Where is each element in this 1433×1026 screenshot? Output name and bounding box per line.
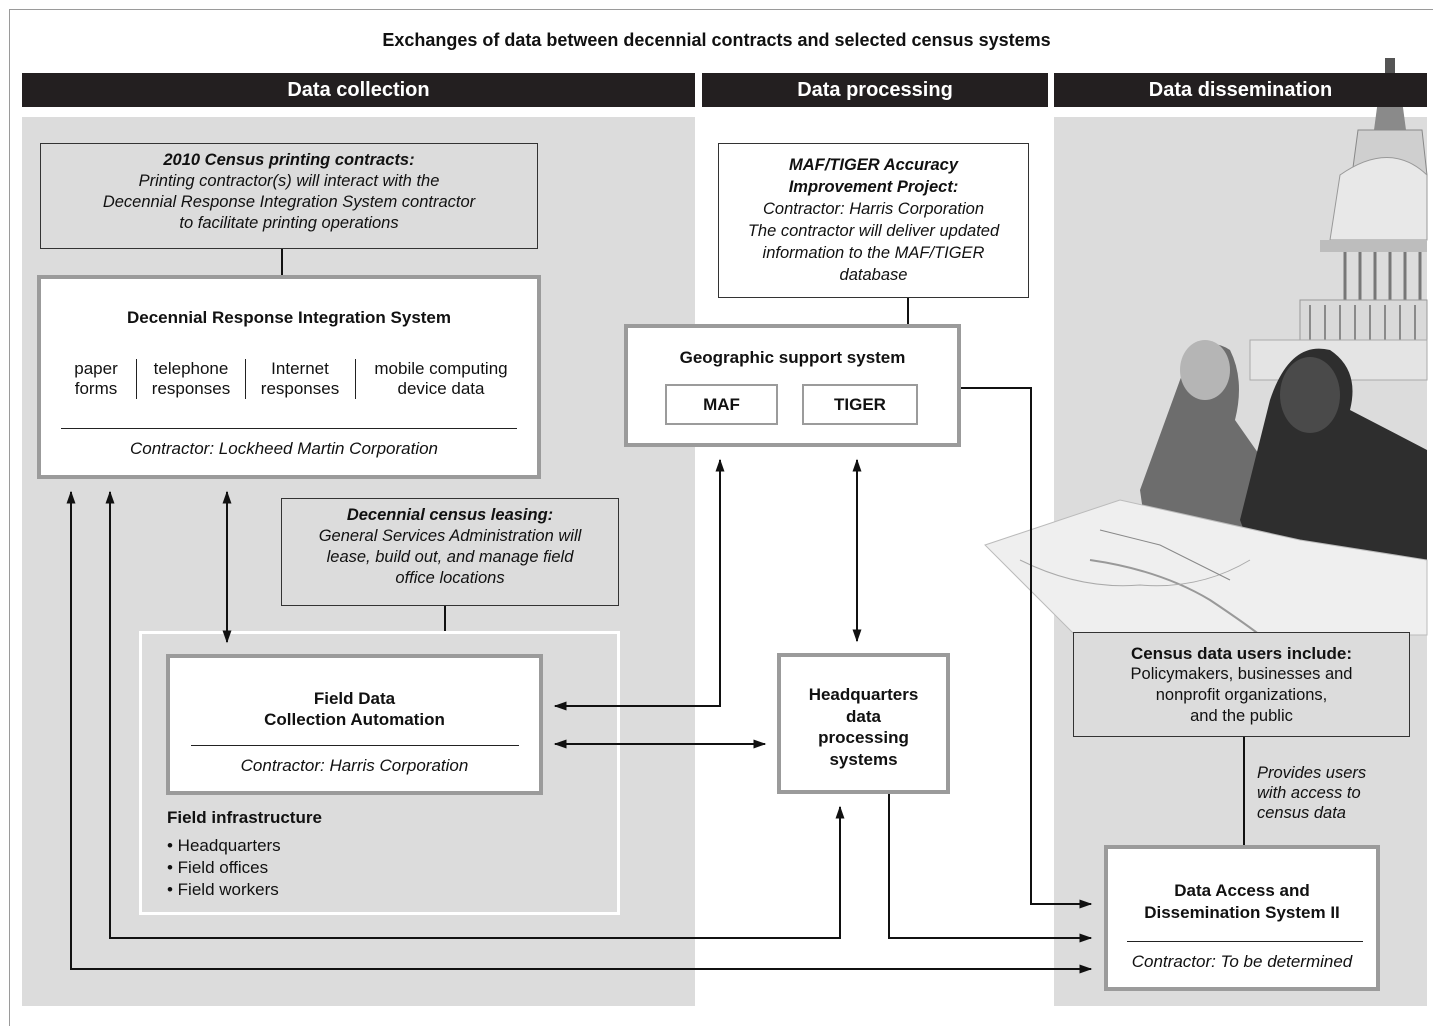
printing-line: Decennial Response Integration System co…	[102, 193, 476, 211]
maf-tiger-line: database	[839, 266, 908, 284]
maf-tiger-line: Contractor: Harris Corporation	[763, 200, 984, 218]
channel-line: mobile computing	[374, 359, 508, 378]
channel-divider	[136, 359, 137, 399]
dris-dads-arrow	[66, 490, 1093, 974]
dads-title-line: Dissemination System II	[1144, 902, 1340, 922]
dads-title: Data Access and Dissemination System II	[1108, 880, 1376, 923]
maf-tiger-project-box: MAF/TIGER Accuracy Improvement Project: …	[718, 143, 1029, 298]
maf-tiger-heading: Improvement Project:	[788, 178, 959, 196]
dris-separator	[61, 428, 517, 429]
channel-line: forms	[74, 379, 118, 398]
dris-title: Decennial Response Integration System	[126, 308, 452, 327]
channel-line: responses	[151, 379, 231, 398]
provides-line: census data	[1257, 804, 1346, 822]
dads-box: Data Access and Dissemination System II …	[1104, 845, 1380, 991]
channel-line: Internet	[271, 359, 329, 378]
census-users-box: Census data users include: Policymakers,…	[1073, 632, 1410, 737]
dris-channel: paper forms	[61, 359, 131, 399]
channel-divider	[245, 359, 246, 399]
maf-tiger-heading: MAF/TIGER Accuracy	[788, 156, 958, 174]
capitol-dome	[1249, 58, 1428, 381]
users-line: and the public	[1190, 707, 1293, 725]
header-data-processing: Data processing	[702, 73, 1048, 107]
maf-tiger-line: The contractor will deliver updated	[747, 222, 1000, 240]
dads-contractor: Contractor: To be determined	[1131, 952, 1353, 971]
outer-frame	[9, 9, 1433, 1026]
dris-contractor: Contractor: Lockheed Martin Corporation	[129, 439, 439, 458]
channel-line: responses	[260, 379, 340, 398]
tiger-box: TIGER	[802, 384, 918, 425]
diagram-title: Exchanges of data between decennial cont…	[382, 30, 1051, 50]
header-data-dissemination: Data dissemination	[1054, 73, 1427, 107]
hq-dads-arrow	[888, 794, 1093, 943]
channel-line: paper	[74, 359, 118, 378]
printing-line: to facilitate printing operations	[179, 214, 399, 232]
dris-hq-arrow	[105, 490, 845, 939]
dads-separator	[1127, 941, 1363, 942]
printing-contracts-box: 2010 Census printing contracts: Printing…	[40, 143, 538, 249]
users-line: Policymakers, businesses and	[1130, 665, 1353, 683]
printing-heading: 2010 Census printing contracts:	[163, 151, 415, 169]
maf-box: MAF	[665, 384, 778, 425]
provides-access-note: Provides users with access to census dat…	[1257, 763, 1366, 823]
dris-channel: Internet responses	[250, 359, 350, 399]
dris-box: Decennial Response Integration System pa…	[37, 275, 541, 479]
geo-title: Geographic support system	[679, 348, 906, 367]
channel-line: device data	[397, 379, 485, 398]
channel-divider	[355, 359, 356, 399]
dris-channel: mobile computing device data	[361, 359, 521, 399]
provides-line: with access to	[1257, 784, 1361, 802]
fdca-geo-arrow	[553, 458, 725, 711]
geographic-support-system-box: Geographic support system MAF TIGER	[624, 324, 961, 447]
provides-line: Provides users	[1257, 764, 1367, 782]
header-data-collection: Data collection	[22, 73, 695, 107]
printing-line: Printing contractor(s) will interact wit…	[138, 172, 440, 190]
channel-line: telephone	[153, 359, 229, 378]
dads-title-line: Data Access and	[1174, 881, 1310, 900]
geo-dads-arrow	[961, 387, 1093, 909]
users-heading: Census data users include:	[1130, 644, 1353, 663]
dris-channel: telephone responses	[141, 359, 241, 399]
users-line: nonprofit organizations,	[1155, 686, 1328, 704]
maf-tiger-line: information to the MAF/TIGER	[762, 244, 985, 262]
